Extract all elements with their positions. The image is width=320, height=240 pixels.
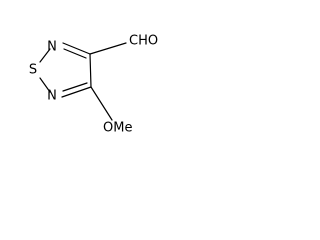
atom-label-methoxy: OMe — [103, 121, 132, 136]
bond-c4-n5-double-inner — [62, 82, 88, 92]
bond-n2-c3-double-inner — [63, 48, 87, 59]
bond-c4-methoxy — [90, 86, 113, 121]
bond-n2-c3-double-outer — [62, 42, 91, 55]
bond-s1-n2 — [39, 48, 51, 63]
bond-n5-s1 — [39, 77, 51, 93]
bond-c3-aldehyde — [89, 42, 127, 55]
atom-label-n-bottom: N — [47, 89, 57, 104]
atom-label-s: S — [29, 63, 37, 78]
bond-c3-c4 — [89, 53, 92, 88]
structure-diagram: N S N CHO OMe — [29, 34, 158, 136]
atom-label-aldehyde: CHO — [129, 34, 158, 49]
atom-label-n-top: N — [47, 40, 57, 55]
bond-c4-n5-double-outer — [61, 86, 92, 98]
